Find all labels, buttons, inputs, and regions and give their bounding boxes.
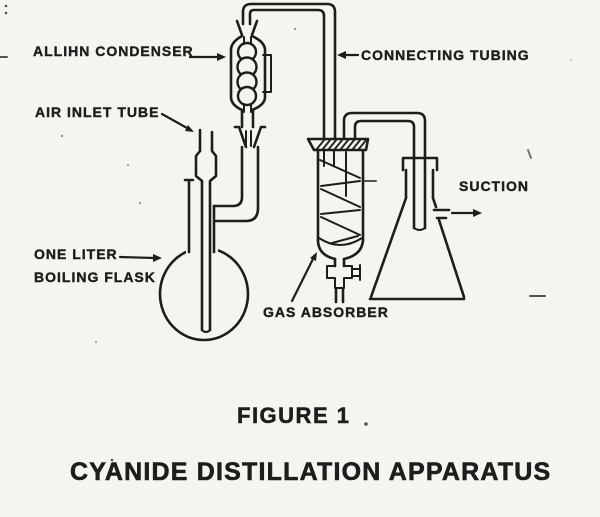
condenser-joint-cone	[233, 125, 267, 149]
stopcock	[326, 265, 353, 289]
flask-rim	[401, 156, 439, 172]
label-boiling-flask: BOILING FLASK	[34, 269, 156, 285]
suction-arrow	[450, 209, 482, 217]
absorber-outlet-tube	[342, 111, 427, 231]
label-air-inlet-tube: AIR INLET TUBE	[35, 104, 160, 120]
leader-arrows	[118, 51, 482, 303]
absorber-funnel	[316, 238, 365, 261]
air-inlet-tube	[194, 128, 218, 333]
flask-neck-adapter	[212, 145, 260, 223]
absorber-body	[316, 148, 365, 242]
boiling-flask-arrow	[118, 254, 162, 262]
label-gas-absorber: GAS ABSORBER	[263, 304, 389, 320]
stopper-hatching	[315, 138, 368, 151]
figure-number: FIGURE 1	[237, 403, 351, 429]
suction-flask	[368, 156, 466, 301]
connecting-tubing	[241, 2, 337, 141]
figure-title: CYANIDE DISTILLATION APPARATUS	[70, 458, 552, 487]
label-allihn-condenser: ALLIHN CONDENSER	[33, 43, 194, 59]
flask-neck	[404, 168, 435, 200]
label-one-liter: ONE LITER	[34, 246, 118, 262]
air-inlet-arrow	[160, 112, 194, 132]
scan-specks	[0, 4, 572, 462]
label-connecting-tubing: CONNECTING TUBING	[361, 47, 530, 63]
flask-neck-left	[183, 178, 195, 254]
gas-absorber-arrow	[290, 252, 317, 303]
stopcock-handle	[351, 264, 361, 281]
label-suction: SUCTION	[459, 178, 529, 194]
suction-side-arm	[432, 208, 451, 220]
condenser-arrow	[188, 53, 226, 61]
connecting-tubing-arrow	[337, 51, 360, 59]
absorber-stem	[333, 257, 346, 268]
absorber-spiral	[319, 149, 361, 244]
boiling-flask	[158, 178, 250, 342]
water-jacket-bracket	[262, 54, 272, 93]
gas-absorber	[306, 137, 370, 304]
allihn-condenser	[229, 19, 272, 129]
